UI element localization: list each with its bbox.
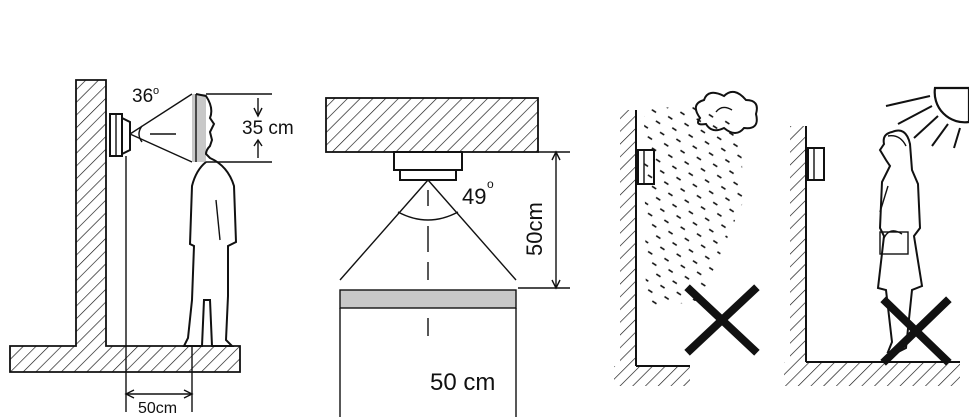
rain-drops	[644, 104, 744, 310]
degree-mark-2: o	[487, 177, 494, 191]
woman-figure-icon	[876, 129, 924, 353]
vertical-distance-dimension	[518, 150, 570, 290]
camera-unit-icon	[393, 151, 463, 181]
door-station-icon	[109, 113, 131, 157]
person-figure-icon	[182, 93, 238, 347]
target-band	[339, 289, 517, 309]
panel-no-rain	[614, 90, 760, 386]
cloud-icon	[694, 90, 758, 134]
wall	[9, 79, 241, 373]
wall-rain	[614, 110, 690, 386]
vertical-distance-label: 50cm	[522, 202, 547, 256]
sun-icon	[885, 86, 969, 149]
coverage-cone	[339, 179, 517, 281]
degree-mark: o	[153, 85, 159, 97]
ceiling-block	[325, 97, 539, 153]
view-cone	[129, 93, 193, 163]
panel-no-sunlight	[784, 86, 969, 386]
prohibited-mark-icon	[684, 284, 760, 356]
wall-sun	[784, 126, 960, 386]
panel-ceiling-view: 49 o 50cm 50 cm	[325, 97, 570, 417]
horizontal-width-label: 50 cm	[430, 369, 495, 396]
face-zone-dimension	[206, 93, 272, 163]
wall-distance-label: 50cm	[138, 400, 177, 417]
door-station-icon-sun	[807, 147, 825, 181]
wall-distance-dimension	[124, 156, 194, 412]
cone-angle-label: 49	[462, 184, 486, 209]
face-zone	[192, 94, 206, 162]
panel-mount-height: 36 o 35 cm 50cm	[9, 79, 294, 417]
view-angle-label: 36	[132, 86, 153, 107]
prohibited-mark-icon-2	[880, 296, 952, 366]
face-zone-label: 35 cm	[242, 118, 294, 139]
